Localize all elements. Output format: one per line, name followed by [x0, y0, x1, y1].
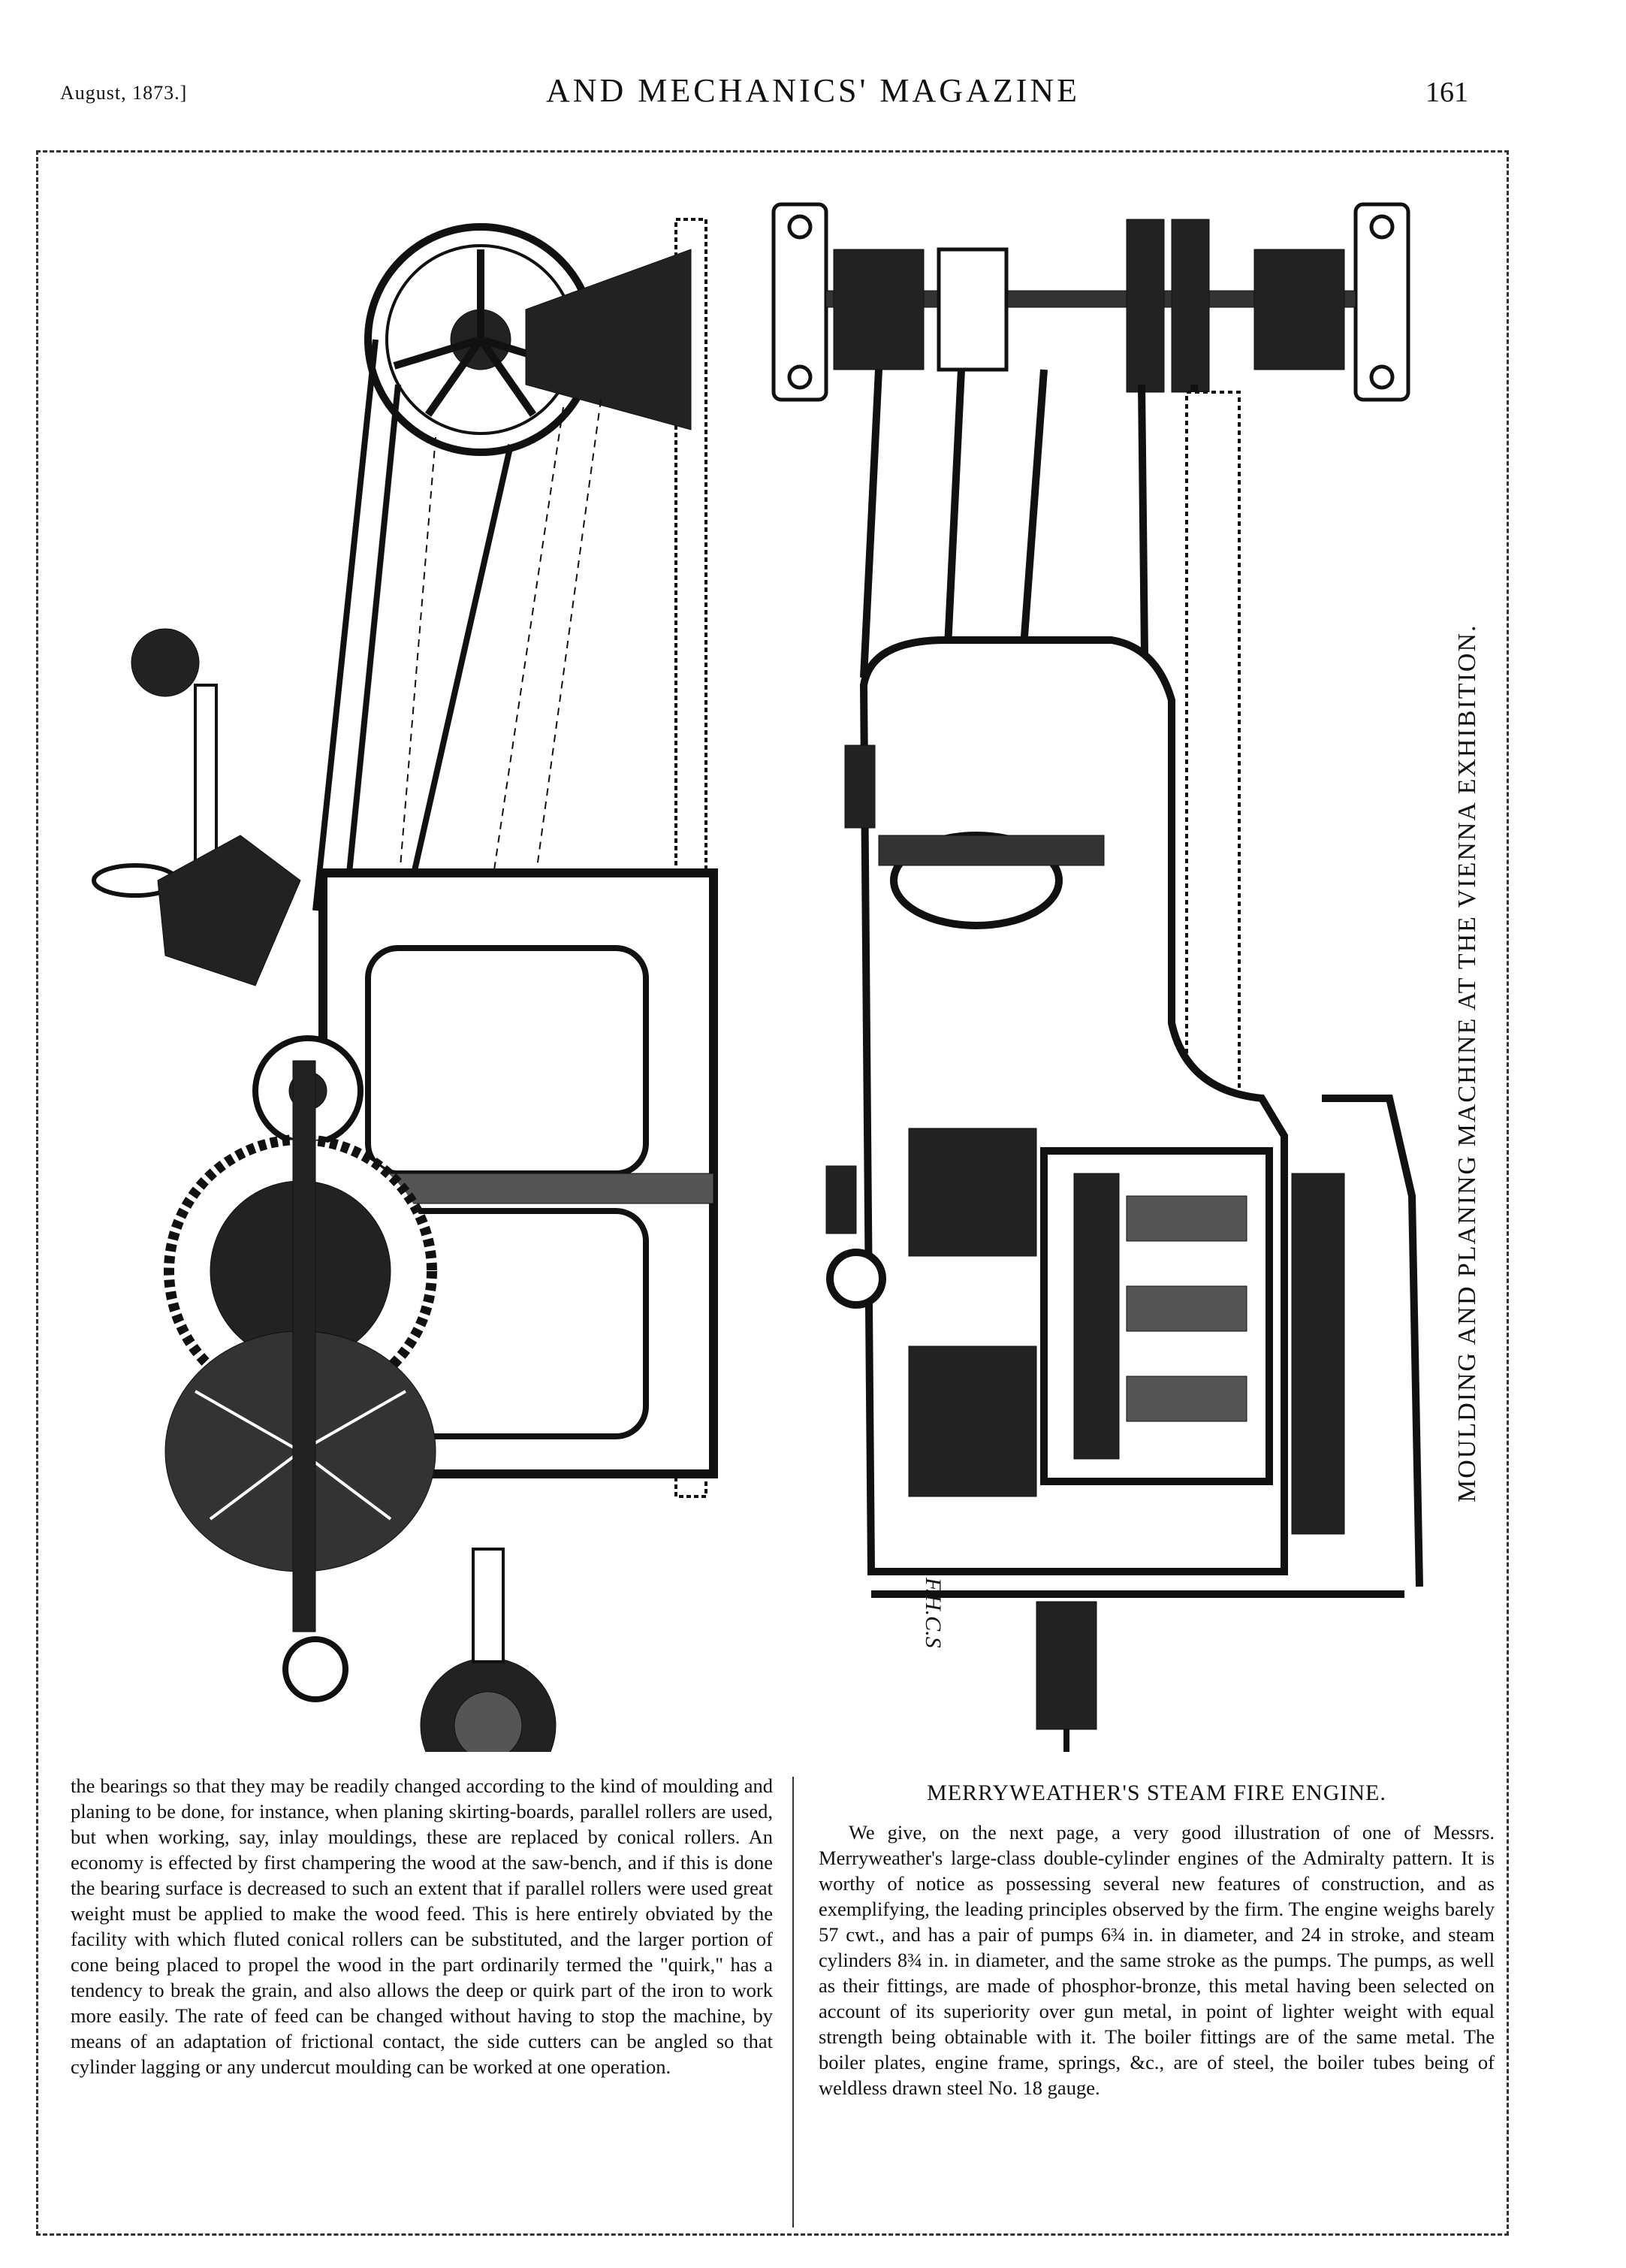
- figure-caption: MOULDING AND PLANING MACHINE AT THE VIEN…: [1431, 526, 1481, 1502]
- article-title: MERRYWEATHER'S STEAM FIRE ENGINE.: [927, 1780, 1386, 1805]
- figure-caption-text: MOULDING AND PLANING MACHINE AT THE VIEN…: [1453, 624, 1481, 1502]
- page-border: [36, 150, 1509, 2236]
- issue-date: August, 1873.]: [60, 82, 188, 104]
- plan-view: [771, 202, 1423, 1752]
- engraver-mark: F.H.C.S: [920, 1578, 950, 1668]
- right-column-paragraph: We give, on the next page, a very good i…: [819, 1821, 1495, 2099]
- page-number: 161: [1425, 77, 1468, 108]
- machine-engraving: [45, 159, 1495, 1752]
- column-divider: [792, 1777, 794, 2227]
- right-column: MERRYWEATHER'S STEAM FIRE ENGINE. We giv…: [819, 1773, 1495, 2100]
- left-column-paragraph: the bearings so that they may be readily…: [71, 1774, 773, 2078]
- engraver-mark-text: F.H.C.S: [921, 1578, 946, 1648]
- side-elevation-view: [92, 218, 718, 1752]
- left-column: the bearings so that they may be readily…: [71, 1773, 773, 2079]
- magazine-title: AND MECHANICS' MAGAZINE: [545, 72, 1081, 109]
- running-header: August, 1873.] AND MECHANICS' MAGAZINE 1…: [0, 71, 1626, 116]
